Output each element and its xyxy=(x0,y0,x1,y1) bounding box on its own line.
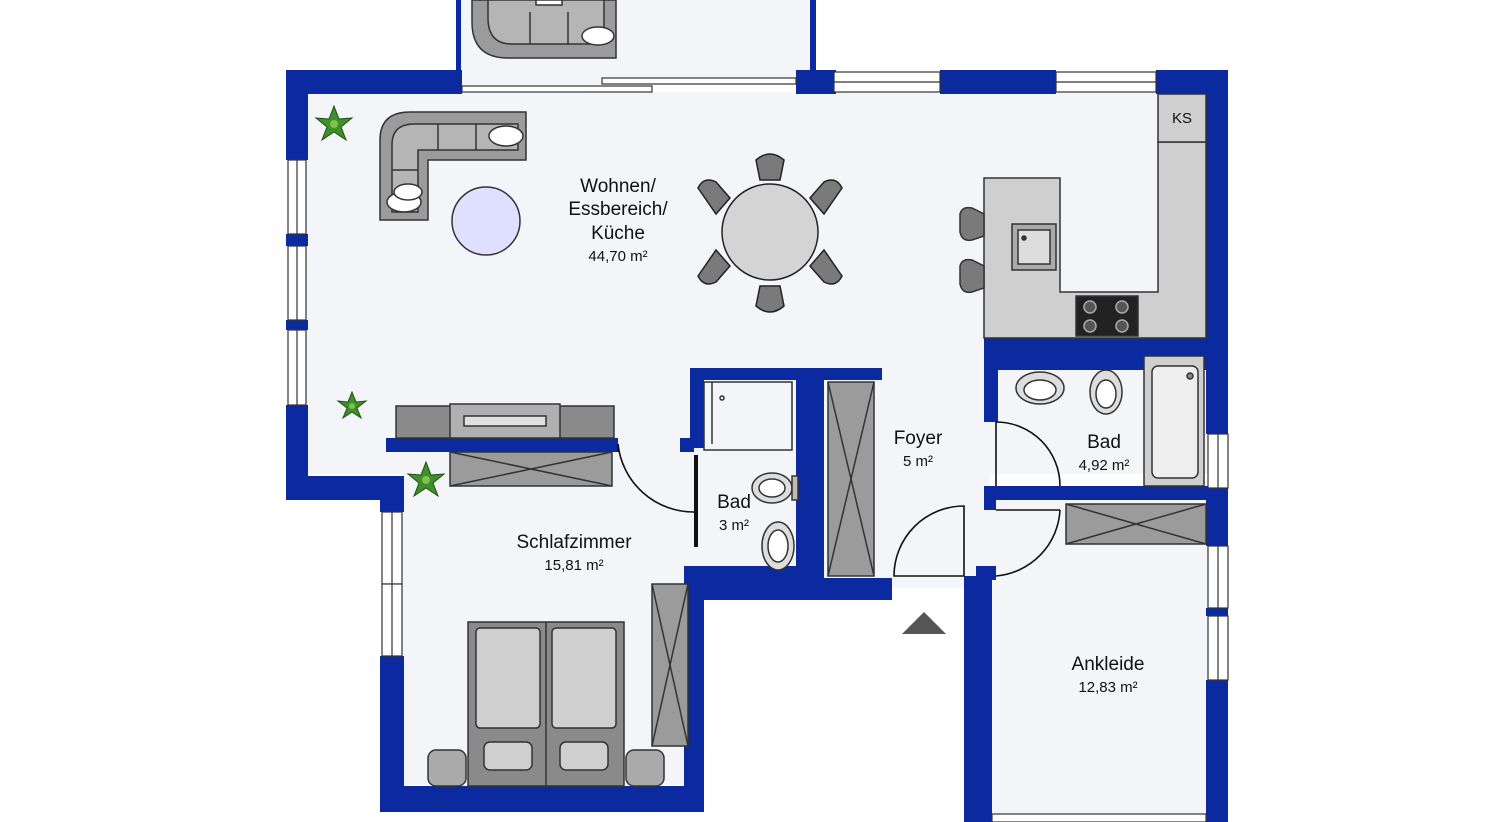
fridge xyxy=(1157,93,1207,143)
toilet-icon xyxy=(751,472,799,504)
kitchen xyxy=(959,93,1207,339)
room-name-bad-small: Bad xyxy=(717,492,751,513)
room-name-wohnen-line2: Essbereich/ xyxy=(568,199,668,220)
room-name-foyer: Foyer xyxy=(894,428,943,449)
room-area-bad-small: 3 m² xyxy=(719,517,749,534)
plant-icon xyxy=(336,390,368,420)
ankleide-door xyxy=(995,509,1061,577)
bath-door xyxy=(995,421,1061,487)
balcony-sofa xyxy=(471,0,617,59)
room-name-schlafzimmer: Schlafzimmer xyxy=(516,532,632,553)
room-area-ankleide: 12,83 m² xyxy=(1078,679,1137,696)
large-bath-fixtures xyxy=(1015,355,1205,487)
room-area-schlafzimmer: 15,81 m² xyxy=(544,557,603,574)
room-name-wohnen-line1: Wohnen/ xyxy=(580,176,656,197)
fridge-label: KS xyxy=(1172,110,1192,127)
dining-set xyxy=(697,153,843,313)
small-bath-fixtures xyxy=(703,381,799,571)
bedroom-door xyxy=(617,443,695,513)
plant-icon xyxy=(314,104,354,142)
plant-icon xyxy=(406,460,446,498)
room-name-bad-large: Bad xyxy=(1087,432,1121,453)
rug xyxy=(451,186,521,256)
entrance-arrow-icon xyxy=(902,612,946,634)
walls xyxy=(286,0,1228,822)
doors xyxy=(617,421,1061,577)
living-sofa xyxy=(379,111,527,221)
tv-sideboard xyxy=(395,403,615,439)
room-area-wohnen: 44,70 m² xyxy=(588,248,647,265)
ankleide-wardrobe xyxy=(1065,503,1207,545)
double-bed xyxy=(467,621,625,787)
entrance-door xyxy=(893,505,965,577)
toilet-icon xyxy=(1089,369,1123,415)
foyer-wardrobe xyxy=(827,381,875,577)
room-name-wohnen-line3: Küche xyxy=(591,223,645,244)
room-area-bad-large: 4,92 m² xyxy=(1079,457,1130,474)
room-name-ankleide: Ankleide xyxy=(1072,654,1145,675)
shower-icon xyxy=(703,381,793,451)
bathtub-icon xyxy=(1143,355,1205,487)
bedroom-furniture xyxy=(427,451,689,787)
room-area-foyer: 5 m² xyxy=(903,453,933,470)
windows xyxy=(287,71,1229,822)
